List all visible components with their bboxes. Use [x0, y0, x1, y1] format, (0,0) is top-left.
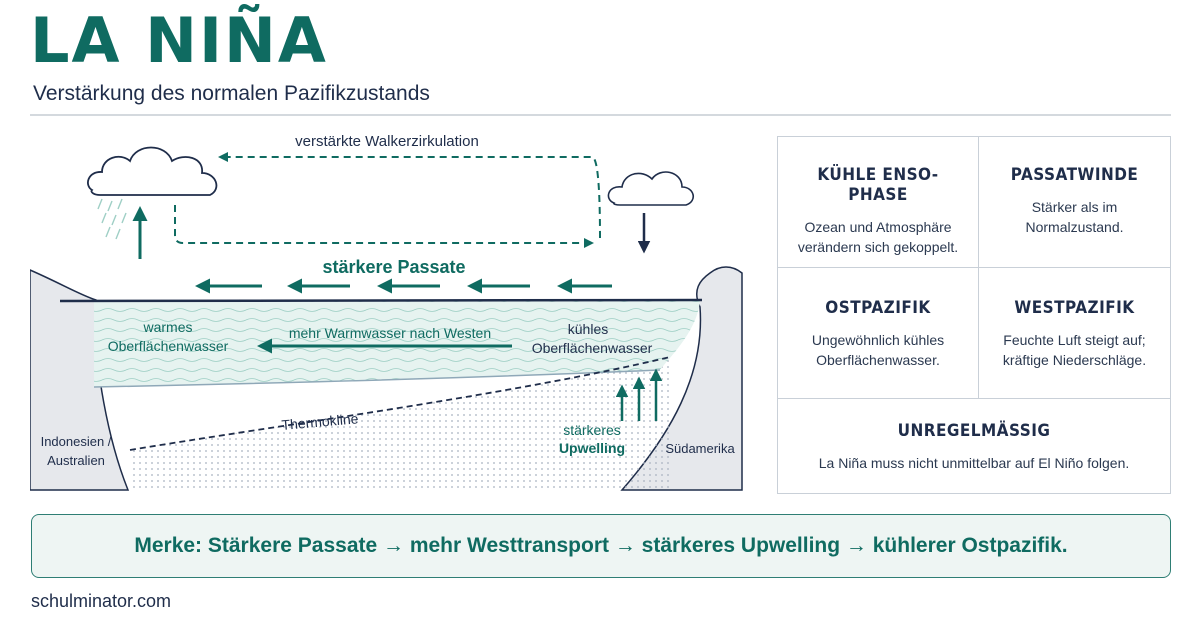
west-land-label-line1: Indonesien /	[41, 434, 112, 449]
cool-water-label-line2: Oberflächenwasser	[532, 340, 653, 356]
trade-winds-label: stärkere Passate	[322, 257, 465, 277]
card-text: Feuchte Luft steigt auf; kräftige Nieder…	[989, 330, 1160, 370]
card-text-line: verändern sich gekoppelt.	[797, 239, 959, 255]
info-card-grid: KÜHLE ENSO-PHASE Ozean und Atmosphäre ve…	[777, 136, 1171, 494]
upwelling-arrows	[615, 368, 663, 421]
summary-box: Merke: Stärkere Passate → mehr Westtrans…	[31, 514, 1171, 578]
cool-water-label-line1: kühles	[568, 321, 608, 337]
info-card-trade-winds: PASSATWINDE Stärker als im Normalzustand…	[979, 137, 1170, 268]
card-text-line: Feuchte Luft steigt auf;	[1003, 332, 1146, 348]
west-land-label-line2: Australien	[47, 453, 105, 468]
card-text-line: Stärker als im	[1031, 199, 1118, 215]
page-subtitle: Verstärkung des normalen Pazifikzustands	[33, 82, 430, 105]
east-cloud-icon	[607, 171, 694, 206]
info-card-irregular: UNREGELMÄSSIG La Niña muss nicht unmitte…	[778, 399, 1170, 493]
card-text-line: Ungewöhnlich kühles	[811, 332, 945, 348]
header-divider	[30, 114, 1171, 116]
card-text-line: kräftige Niederschläge.	[1002, 352, 1147, 368]
card-title: UNREGELMÄSSIG	[897, 421, 1051, 441]
sea-surface	[59, 298, 703, 303]
page-title: LA NIÑA	[30, 4, 328, 77]
warm-water-transport-label: mehr Warmwasser nach Westen	[289, 325, 491, 341]
rain-cloud-icon	[87, 146, 218, 240]
warm-water-label-line1: warmes	[142, 319, 192, 335]
info-card-enso-phase: KÜHLE ENSO-PHASE Ozean und Atmosphäre ve…	[778, 137, 979, 268]
walker-circulation-path	[174, 205, 594, 248]
card-text: Ungewöhnlich kühles Oberflächenwasser.	[788, 330, 968, 370]
card-title: OSTPAZIFIK	[825, 298, 931, 318]
card-title: KÜHLE ENSO-PHASE	[817, 165, 939, 205]
info-card-east-pacific: OSTPAZIFIK Ungewöhnlich kühles Oberfläch…	[778, 268, 979, 399]
footer-source: schulminator.com	[31, 591, 172, 611]
card-text-line: Normalzustand.	[1025, 219, 1124, 235]
walker-circulation-label: verstärkte Walkerzirkulation	[295, 133, 479, 150]
card-title: WESTPAZIFIK	[1014, 298, 1135, 318]
card-text-line: La Niña muss nicht unmittelbar auf El Ni…	[818, 455, 1130, 471]
card-text-line: Oberflächenwasser.	[816, 352, 940, 368]
card-text: Ozean und Atmosphäre verändern sich geko…	[788, 217, 968, 257]
card-text-line: Ozean und Atmosphäre	[804, 219, 952, 235]
card-title: PASSATWINDE	[1010, 165, 1139, 185]
east-land-label: Südamerika	[665, 441, 735, 456]
card-text: La Niña muss nicht unmittelbar auf El Ni…	[788, 453, 1160, 473]
upwelling-label-line1: stärkeres	[563, 422, 621, 438]
upwelling-label-line2: Upwelling	[559, 440, 625, 456]
info-card-west-pacific: WESTPAZIFIK Feuchte Luft steigt auf; krä…	[979, 268, 1170, 399]
thermocline-line	[129, 356, 671, 451]
warm-water-label-line2: Oberflächenwasser	[108, 338, 229, 354]
card-text: Stärker als im Normalzustand.	[989, 197, 1160, 237]
thermocline-label: Thermokline	[281, 410, 359, 433]
la-nina-diagram: verstärkte Walkerzirkulation stärkere Pa…	[30, 125, 750, 495]
